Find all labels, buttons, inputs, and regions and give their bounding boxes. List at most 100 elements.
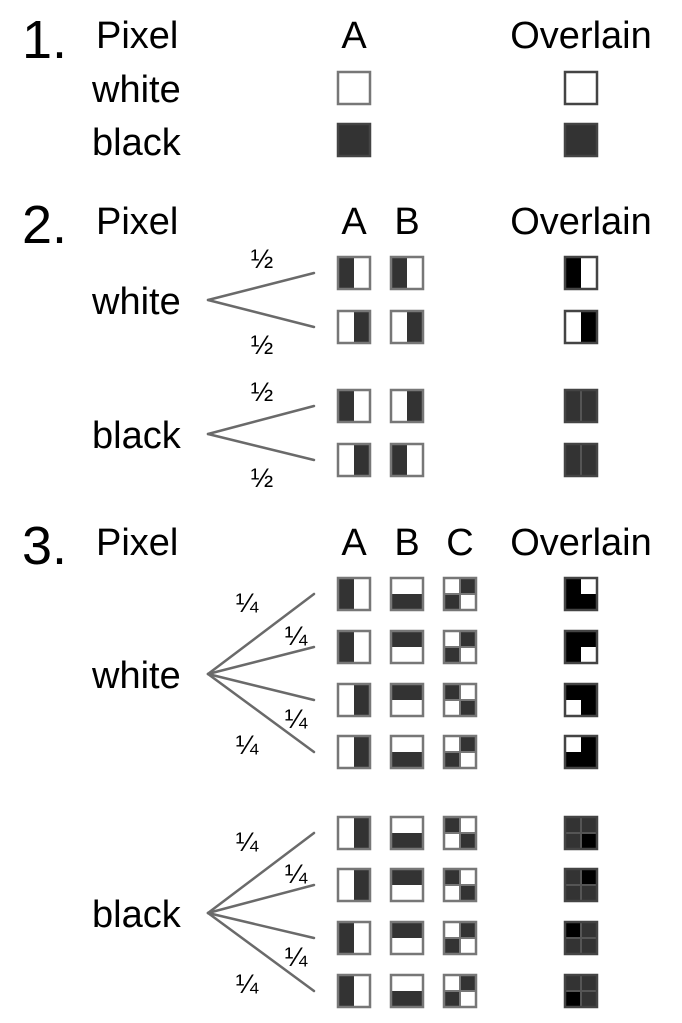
section-1-column-a: A — [341, 15, 367, 57]
s3-white-opt3-share-a — [336, 682, 372, 718]
section-2: 2. Pixel A B Overlain white black ½ ½ ½ ½ — [22, 195, 652, 493]
section-3-white-label: white — [91, 655, 181, 697]
s3-white-opt2-share-c — [442, 629, 478, 665]
section-3-squares: ¼¼¼¼¼¼¼¼ — [206, 576, 599, 1009]
s3-black-opt3-share-a — [336, 920, 372, 956]
s3-black-opt4-share-a — [336, 973, 372, 1009]
s3-black-opt4-share-c — [442, 973, 478, 1009]
s2-black-opt2-share-a — [336, 442, 372, 478]
s3-black-opt4-overlain — [563, 973, 599, 1009]
section-1-white-label: white — [91, 69, 181, 111]
s3-white-opt2-share-b — [389, 629, 425, 665]
s2-black-opt1-share-a — [336, 388, 372, 424]
s3-black-prob-3: ¼ — [285, 942, 308, 972]
s3-black-branch-1 — [206, 831, 316, 915]
s2-white-opt2-overlain — [563, 309, 599, 345]
section-1-pixel-header: Pixel — [96, 15, 178, 57]
section-3-column-a: A — [341, 522, 367, 564]
s3-white-opt3-overlain — [563, 682, 599, 718]
section-3: 3. Pixel A B C Overlain white black ¼¼¼¼… — [22, 516, 652, 1009]
s2-white-opt1-share-a — [336, 255, 372, 291]
section-3-column-c: C — [446, 522, 473, 564]
s3-black-branch-4 — [206, 911, 316, 993]
s2-black-branch-1 — [206, 404, 316, 436]
s3-white-opt4-share-b — [389, 734, 425, 770]
section-1-number: 1. — [22, 10, 67, 70]
s2-black-prob-2: ½ — [251, 463, 274, 493]
s1-black-share-a — [336, 122, 372, 158]
s3-black-opt2-share-c — [442, 867, 478, 903]
s3-black-opt4-share-b — [389, 973, 425, 1009]
section-3-column-b: B — [394, 522, 419, 564]
section-3-black-label: black — [92, 894, 182, 936]
s3-black-opt2-share-a — [336, 867, 372, 903]
s3-black-opt1-share-b — [389, 815, 425, 851]
s3-white-prob-1: ¼ — [236, 588, 259, 618]
s3-white-prob-2: ¼ — [285, 621, 308, 651]
s3-black-branch-2 — [206, 883, 316, 915]
s2-black-opt1-overlain — [563, 388, 599, 424]
s3-white-opt3-share-c — [442, 682, 478, 718]
s3-black-opt2-share-b — [389, 867, 425, 903]
section-3-number: 3. — [22, 516, 67, 576]
s3-white-branch-1 — [206, 592, 316, 676]
s3-black-opt3-overlain — [563, 920, 599, 956]
section-2-squares: ½ ½ ½ ½ — [206, 244, 599, 493]
s3-black-prob-1: ¼ — [236, 827, 259, 857]
s3-white-prob-4: ¼ — [236, 730, 259, 760]
s2-black-branch-2 — [206, 432, 316, 462]
s3-white-opt1-share-c — [442, 576, 478, 612]
s2-white-branch-1 — [206, 271, 316, 302]
s3-white-opt1-share-b — [389, 576, 425, 612]
section-1: 1. Pixel A Overlain white black — [22, 10, 652, 164]
section-2-black-label: black — [92, 415, 182, 457]
s3-white-opt4-overlain — [563, 734, 599, 770]
s3-black-opt3-share-c — [442, 920, 478, 956]
s3-white-opt1-overlain — [563, 576, 599, 612]
section-2-overlain-header: Overlain — [510, 201, 652, 243]
s2-white-branch-2 — [206, 298, 316, 329]
s3-white-opt4-share-c — [442, 734, 478, 770]
section-1-overlain-header: Overlain — [510, 15, 652, 57]
section-3-pixel-header: Pixel — [96, 522, 178, 564]
s2-black-opt2-share-b — [389, 442, 425, 478]
s3-black-opt1-share-a — [336, 815, 372, 851]
s1-white-overlain — [563, 70, 599, 106]
section-2-pixel-header: Pixel — [96, 201, 178, 243]
s3-black-opt3-share-b — [389, 920, 425, 956]
s2-black-prob-1: ½ — [251, 377, 274, 407]
s2-white-opt1-overlain — [563, 255, 599, 291]
s2-white-opt2-share-b — [389, 309, 425, 345]
s2-black-opt2-overlain — [563, 442, 599, 478]
s3-black-branch-3 — [206, 911, 316, 940]
s2-black-opt1-share-b — [389, 388, 425, 424]
section-3-overlain-header: Overlain — [510, 522, 652, 564]
s3-black-opt1-share-c — [442, 815, 478, 851]
s1-white-share-a — [336, 70, 372, 106]
s2-white-prob-1: ½ — [251, 244, 274, 274]
s3-white-branch-3 — [206, 672, 316, 702]
s3-black-prob-2: ¼ — [285, 859, 308, 889]
s3-white-opt1-share-a — [336, 576, 372, 612]
s3-white-branch-4 — [206, 672, 316, 754]
s3-black-opt2-overlain — [563, 867, 599, 903]
s3-black-opt1-overlain — [563, 815, 599, 851]
section-1-black-label: black — [92, 122, 182, 164]
section-1-squares — [336, 70, 599, 158]
s3-white-branch-2 — [206, 645, 316, 676]
s3-white-opt2-share-a — [336, 629, 372, 665]
s2-white-opt2-share-a — [336, 309, 372, 345]
section-2-number: 2. — [22, 195, 67, 255]
s1-black-overlain — [563, 122, 599, 158]
section-2-column-a: A — [341, 201, 367, 243]
section-2-white-label: white — [91, 281, 181, 323]
s3-white-prob-3: ¼ — [285, 704, 308, 734]
s2-white-opt1-share-b — [389, 255, 425, 291]
s3-black-prob-4: ¼ — [236, 969, 259, 999]
s3-white-opt2-overlain — [563, 629, 599, 665]
s2-white-prob-2: ½ — [251, 330, 274, 360]
s3-white-opt4-share-a — [336, 734, 372, 770]
s3-white-opt3-share-b — [389, 682, 425, 718]
section-2-column-b: B — [394, 201, 419, 243]
